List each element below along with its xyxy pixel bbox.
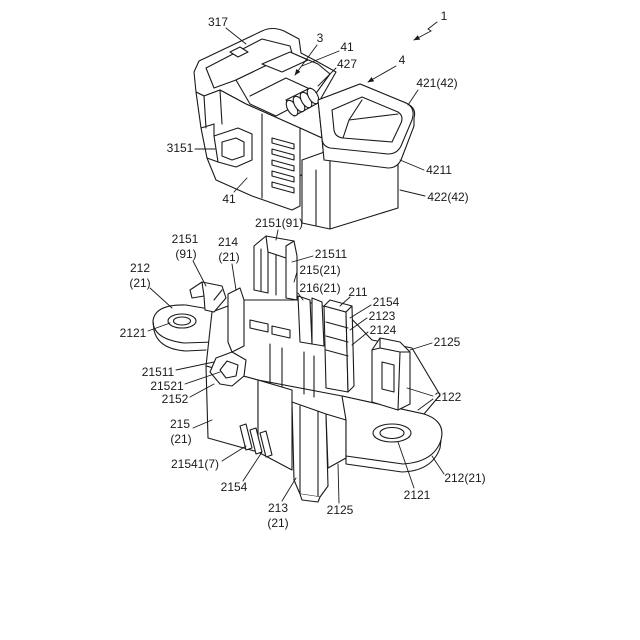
label-317: 317 [208, 15, 228, 29]
label-213-21: (21) [267, 516, 288, 530]
label-2125-b: 2125 [327, 503, 354, 517]
leader-2151-91-left [193, 261, 206, 286]
label-212-left: 212 [130, 261, 150, 275]
label-2122: 2122 [435, 390, 462, 404]
label-21521: 21521 [150, 379, 184, 393]
label-21511-b: 21511 [142, 365, 175, 379]
label-211: 211 [348, 285, 367, 299]
label-422-42: 422(42) [427, 190, 468, 204]
label-21511-a: 21511 [315, 247, 348, 261]
label-212-21-right: 212(21) [444, 471, 485, 485]
label-2152: 2152 [162, 392, 189, 406]
leader-2125-a [410, 343, 432, 350]
middle-front-face [258, 380, 292, 470]
wall-214 [228, 288, 244, 352]
label-4: 4 [399, 53, 406, 67]
label-421-42: 421(42) [416, 76, 457, 90]
leader-4 [368, 66, 396, 82]
label-41-lower: 41 [222, 192, 236, 206]
leader-2154-b [243, 452, 262, 481]
label-2151-left: 2151 [172, 232, 199, 246]
wall-216-b [312, 298, 324, 346]
wall-211-side [346, 306, 354, 392]
right-front-face [326, 414, 346, 468]
label-2121-b: 2121 [404, 488, 431, 502]
label-41-top: 41 [340, 40, 354, 54]
leader-421-42 [408, 90, 418, 105]
leader-1 [414, 22, 437, 40]
wall-216-a [298, 296, 312, 344]
label-427: 427 [337, 57, 357, 71]
leader-21541-7 [222, 446, 246, 461]
connector-213 [292, 402, 328, 497]
label-212-21-left: (21) [129, 276, 150, 290]
label-3: 3 [317, 31, 324, 45]
left-hole-2121-inner [174, 317, 191, 325]
label-215-21-b: (21) [170, 432, 191, 446]
leader-213-21 [282, 478, 296, 501]
right-tower-slot-2122 [382, 362, 394, 392]
label-215-21-a: 215(21) [299, 263, 340, 277]
label-4211: 4211 [426, 163, 452, 177]
wall-211-front [324, 306, 348, 392]
leader-422-42 [400, 190, 425, 196]
leader-214-21 [232, 264, 236, 290]
leader-2125-b [338, 464, 339, 503]
leader-212-21-right [432, 456, 444, 474]
label-215-b: 215 [170, 417, 190, 431]
label-214: 214 [218, 235, 238, 249]
label-2125-a: 2125 [434, 335, 461, 349]
leader-317 [226, 28, 246, 44]
label-2123: 2123 [369, 309, 396, 323]
label-2151-91-top: 2151(91) [255, 216, 303, 230]
label-2154-a: 2154 [373, 295, 400, 309]
label-1: 1 [441, 9, 448, 23]
right-hole-2121-inner [380, 428, 404, 439]
label-91-left: (91) [175, 247, 196, 261]
label-213: 213 [268, 501, 288, 515]
label-2154-b: 2154 [221, 480, 248, 494]
leader-4211 [400, 160, 424, 170]
label-216-21: 216(21) [299, 281, 340, 295]
leader-212-21-left [150, 288, 172, 308]
label-2124: 2124 [370, 323, 397, 337]
label-214-21: (21) [218, 250, 239, 264]
label-3151: 3151 [167, 141, 194, 155]
label-21541-7: 21541(7) [171, 457, 219, 471]
label-2121-a: 2121 [120, 326, 147, 340]
clip-3151-window [222, 138, 244, 160]
